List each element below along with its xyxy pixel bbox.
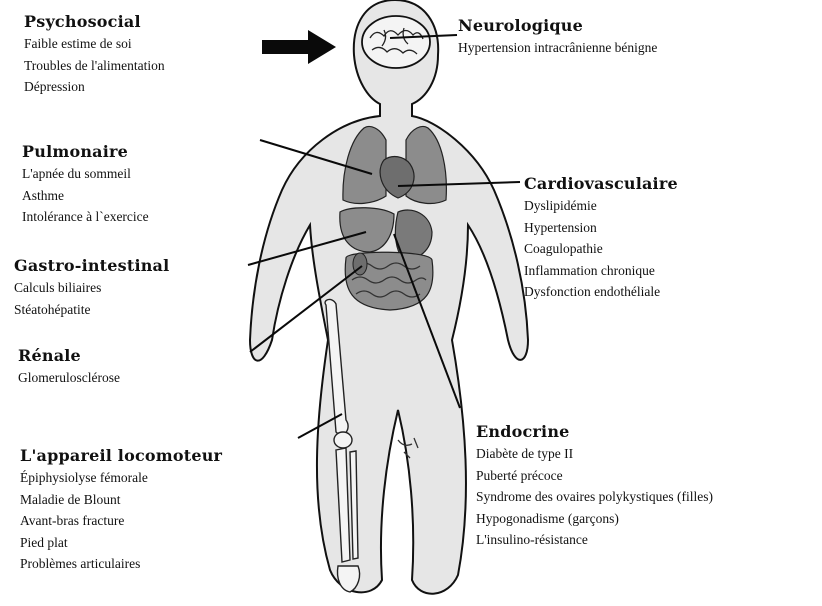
list-item: Inflammation chronique	[524, 260, 678, 282]
group-endocrine: Endocrine Diabète de type II Puberté pré…	[476, 422, 713, 551]
group-title: Cardiovasculaire	[524, 174, 678, 193]
group-title: Pulmonaire	[22, 142, 149, 161]
list-item: Glomerulosclérose	[18, 367, 120, 389]
list-item: Stéatohépatite	[14, 299, 169, 321]
list-item: Coagulopathie	[524, 238, 678, 260]
group-title: L'appareil locomoteur	[20, 446, 222, 465]
list-item: Hypertension	[524, 217, 678, 239]
list-item: Syndrome des ovaires polykystiques (fill…	[476, 486, 713, 508]
arrow-icon	[262, 30, 336, 64]
group-psychosocial: Psychosocial Faible estime de soi Troubl…	[24, 12, 165, 98]
list-item: Problèmes articulaires	[20, 553, 222, 575]
list-item: Hypertension intracrânienne bénigne	[458, 37, 657, 59]
group-neurologique: Neurologique Hypertension intracrânienne…	[458, 16, 657, 59]
list-item: Pied plat	[20, 532, 222, 554]
group-title: Endocrine	[476, 422, 713, 441]
list-item: Hypogonadisme (garçons)	[476, 508, 713, 530]
list-item: Maladie de Blount	[20, 489, 222, 511]
list-item: L'apnée du sommeil	[22, 163, 149, 185]
list-item: Puberté précoce	[476, 465, 713, 487]
list-item: Dysfonction endothéliale	[524, 281, 678, 303]
list-item: Intolérance à l`exercice	[22, 206, 149, 228]
group-cardiovasculaire: Cardiovasculaire Dyslipidémie Hypertensi…	[524, 174, 678, 303]
list-item: Diabète de type II	[476, 443, 713, 465]
group-renale: Rénale Glomerulosclérose	[18, 346, 120, 389]
list-item: L'insulino-résistance	[476, 529, 713, 551]
list-item: Calculs biliaires	[14, 277, 169, 299]
list-item: Asthme	[22, 185, 149, 207]
list-item: Épiphysiolyse fémorale	[20, 467, 222, 489]
list-item: Dépression	[24, 76, 165, 98]
list-item: Avant-bras fracture	[20, 510, 222, 532]
group-title: Rénale	[18, 346, 120, 365]
group-title: Psychosocial	[24, 12, 165, 31]
list-item: Troubles de l'alimentation	[24, 55, 165, 77]
group-gastro: Gastro-intestinal Calculs biliaires Stéa…	[14, 256, 169, 320]
group-title: Neurologique	[458, 16, 657, 35]
group-locomoteur: L'appareil locomoteur Épiphysiolyse fémo…	[20, 446, 222, 575]
brain	[362, 16, 430, 68]
group-title: Gastro-intestinal	[14, 256, 169, 275]
list-item: Dyslipidémie	[524, 195, 678, 217]
group-pulmonaire: Pulmonaire L'apnée du sommeil Asthme Int…	[22, 142, 149, 228]
list-item: Faible estime de soi	[24, 33, 165, 55]
